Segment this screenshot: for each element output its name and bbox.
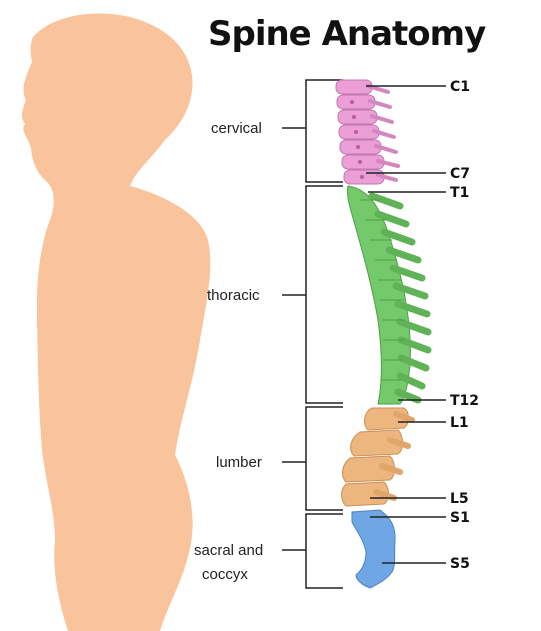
l1-label: L1: [450, 415, 469, 431]
t12-label: T12: [450, 393, 479, 409]
lumbar-label: lumber: [216, 454, 262, 471]
sacral-label-line1: sacral and: [194, 542, 263, 559]
lumbar-bracket: [282, 407, 343, 510]
t1-label: T1: [450, 185, 469, 201]
cervical-bracket: [282, 80, 343, 182]
thoracic-vertebrae: [347, 186, 428, 404]
c1-label: C1: [450, 79, 470, 95]
sacral-bracket: [282, 514, 343, 588]
thoracic-bracket: [282, 186, 343, 403]
region-brackets: [282, 80, 343, 588]
l5-label: L5: [450, 491, 469, 507]
cervical-label: cervical: [211, 120, 262, 137]
s5-label: S5: [450, 556, 470, 572]
sacral-label-line2: coccyx: [202, 566, 248, 583]
cervical-vertebrae: [336, 80, 398, 184]
human-silhouette-icon: [22, 13, 210, 631]
spine-icon: [336, 80, 428, 588]
thoracic-label: thoracic: [207, 287, 260, 304]
s1-label: S1: [450, 510, 470, 526]
c7-label: C7: [450, 166, 470, 182]
sacral-vertebrae: [352, 510, 395, 588]
